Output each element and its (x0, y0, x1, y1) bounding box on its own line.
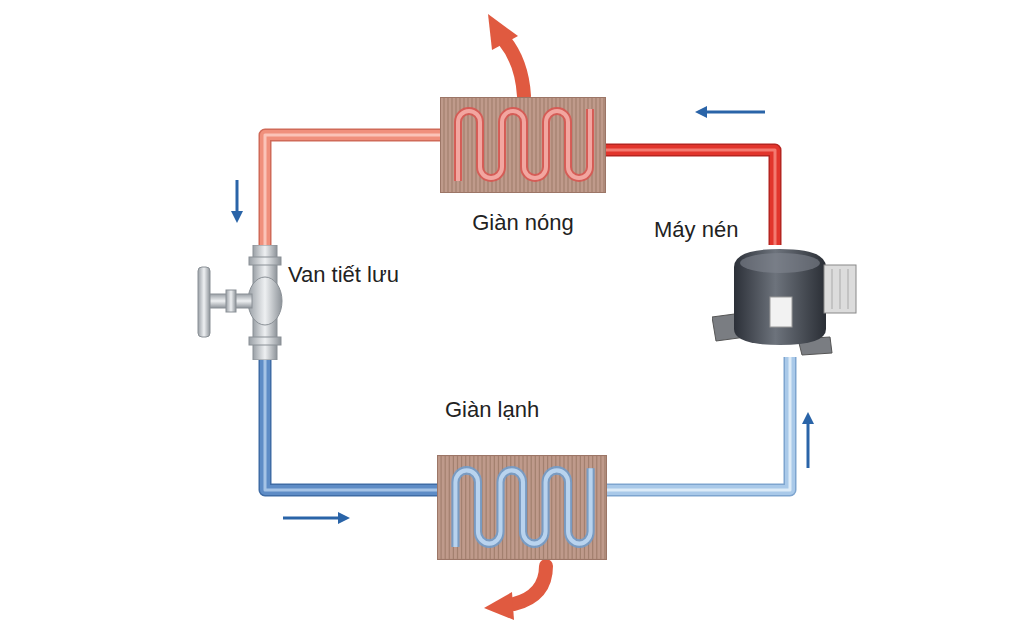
compressor: Máy nén (712, 245, 860, 357)
heat-in-arrow (484, 566, 546, 620)
part-label: Giàn nóng (440, 210, 606, 236)
coil-drawing (437, 455, 607, 560)
part-label: Giàn lạnh (445, 397, 539, 423)
heat-out-arrow (488, 14, 524, 96)
refrigerant-pipe (265, 360, 437, 524)
part-label: Máy nén (654, 217, 738, 243)
refrigerant-pipe (607, 357, 814, 490)
expansion-valve: Van tiết lưu (192, 245, 284, 360)
coil-drawing (440, 97, 606, 193)
refrigerant-pipe (606, 106, 775, 245)
evaporator-coil: Giàn lạnh (437, 455, 607, 560)
refrigerant-pipe (231, 135, 440, 245)
condenser-coil: Giàn nóng (440, 97, 606, 193)
valve-drawing (192, 245, 284, 360)
part-label: Van tiết lưu (288, 262, 399, 288)
compressor-drawing (712, 245, 860, 357)
